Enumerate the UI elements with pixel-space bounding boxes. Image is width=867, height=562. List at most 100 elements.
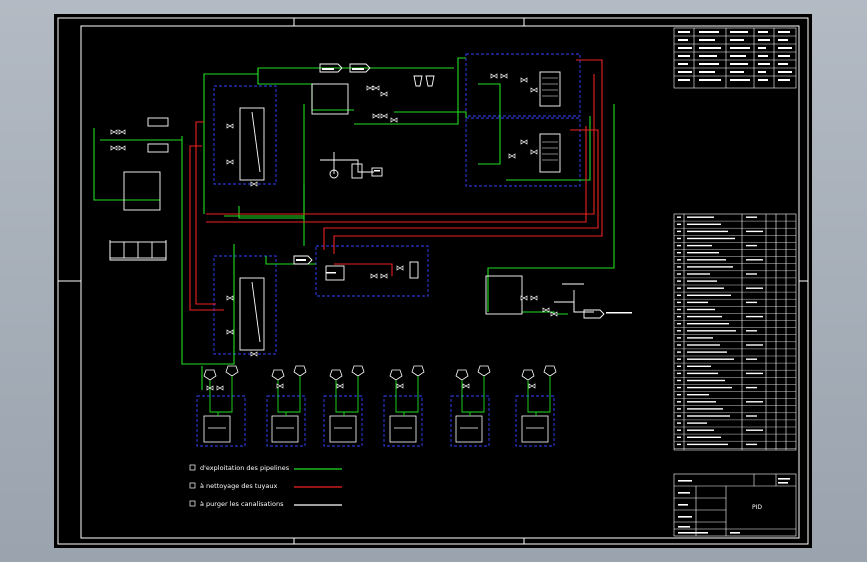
legend-label-1: d'exploitation des pipelines bbox=[200, 464, 290, 472]
parts-list-cell-mark bbox=[687, 372, 718, 375]
purge-center bbox=[320, 159, 374, 173]
parts-list-cell-mark bbox=[746, 230, 763, 233]
parts-list-cell-mark bbox=[677, 266, 681, 268]
parts-list-cell-mark bbox=[687, 386, 732, 389]
center-link bbox=[265, 256, 316, 265]
parts-list-cell-mark bbox=[687, 323, 729, 325]
parts-list-cell-mark bbox=[687, 280, 717, 282]
parts-list-cell-mark bbox=[677, 394, 681, 396]
cleaning-header-2 bbox=[206, 126, 587, 223]
top-header-pipe bbox=[203, 67, 454, 214]
valve-glyph bbox=[226, 329, 234, 335]
supply-tag-1 bbox=[319, 63, 343, 73]
valve-glyph bbox=[390, 117, 398, 123]
parts-list-cell-mark bbox=[746, 244, 757, 247]
parts-list-cell-mark bbox=[746, 273, 757, 275]
group-bottom-2 bbox=[266, 395, 306, 447]
parts-list-cell-mark bbox=[677, 365, 681, 367]
bottom-unit-feed bbox=[209, 376, 233, 413]
parts-list-cell-mark bbox=[746, 259, 763, 261]
cleaning-right-riser bbox=[333, 59, 603, 254]
heater bbox=[351, 163, 363, 179]
parts-list-cell-mark bbox=[687, 401, 716, 403]
parts-list-cell-mark bbox=[687, 422, 707, 424]
parts-list-cell-mark bbox=[746, 415, 757, 417]
revision-table bbox=[673, 27, 797, 89]
bottom-unit-tag bbox=[203, 369, 217, 381]
valve-glyph bbox=[530, 87, 538, 93]
vessel-hatching bbox=[542, 77, 558, 161]
group-upper-left bbox=[213, 85, 277, 185]
parts-list-cell-mark bbox=[677, 287, 681, 289]
valve-glyph bbox=[276, 383, 284, 389]
parts-list-cell-mark bbox=[687, 330, 736, 332]
parts-list-cell-mark bbox=[677, 443, 681, 446]
bottom-header-pipe bbox=[238, 184, 305, 219]
column-upper bbox=[239, 107, 265, 181]
frame-ticks bbox=[58, 18, 808, 544]
dosing-pump bbox=[329, 169, 339, 179]
valve-glyph bbox=[250, 181, 258, 187]
parts-list-cell-mark bbox=[687, 287, 724, 289]
parts-list-cell-mark bbox=[746, 301, 757, 304]
parts-list-cell-mark bbox=[687, 436, 721, 438]
bottom-units bbox=[203, 365, 557, 443]
parts-list-cell-mark bbox=[746, 386, 757, 389]
parts-list-cell-mark bbox=[677, 401, 681, 403]
supply-tag-4 bbox=[583, 309, 605, 319]
parts-list-cell-mark bbox=[687, 351, 727, 353]
group-center bbox=[315, 245, 429, 297]
bottom-unit-tag bbox=[411, 365, 425, 377]
exchanger-1 bbox=[539, 71, 561, 107]
parts-list-cell-mark bbox=[687, 308, 715, 311]
filter-left-mid bbox=[147, 143, 169, 153]
legend: d'exploitation des pipelines à nettoyage… bbox=[189, 464, 342, 508]
cleaning-loop-upper bbox=[195, 121, 216, 305]
parts-list-cell-mark bbox=[746, 287, 763, 289]
valve-glyph bbox=[542, 307, 550, 313]
group-bottom-5 bbox=[450, 395, 490, 447]
supply-tag-3 bbox=[293, 255, 313, 265]
cleaning-pipelines bbox=[189, 59, 603, 311]
parts-list-cell-mark bbox=[677, 422, 681, 424]
cylinder-center bbox=[409, 261, 419, 279]
parts-list-cell-mark bbox=[677, 244, 681, 247]
valve-glyph bbox=[118, 145, 126, 151]
pid-diagram: PID bbox=[57, 17, 809, 545]
group-bottom-4 bbox=[383, 395, 423, 447]
parts-list-cell-mark bbox=[677, 372, 681, 375]
valve-glyph bbox=[226, 123, 234, 129]
parts-list-cell-mark bbox=[677, 252, 681, 254]
left-vertical-pipe bbox=[181, 136, 235, 365]
parts-list-cell-mark bbox=[746, 344, 763, 346]
valve-glyph bbox=[118, 129, 126, 135]
valve-glyph bbox=[226, 159, 234, 165]
parts-list-cell-mark bbox=[677, 436, 681, 438]
cleaning-center bbox=[334, 263, 393, 276]
bottom-unit-feed bbox=[335, 376, 359, 413]
legend-label-3: à purger les canalisations bbox=[200, 500, 284, 508]
valve-glyph bbox=[206, 385, 214, 391]
hoppers bbox=[293, 63, 605, 319]
parts-list-cell-mark bbox=[687, 230, 728, 233]
bottom-unit-feed bbox=[461, 376, 485, 413]
cleaning-loop-upper-2 bbox=[189, 145, 224, 311]
bottom-unit-feed bbox=[395, 376, 419, 413]
parts-list-cell-mark bbox=[677, 379, 681, 382]
parts-list-cell-mark bbox=[677, 230, 681, 233]
parts-list-cell-mark bbox=[677, 308, 681, 311]
group-bottom-3 bbox=[323, 395, 363, 447]
parts-list-cell-mark bbox=[746, 330, 757, 332]
group-top-right bbox=[465, 53, 581, 117]
parts-list-cell-mark bbox=[746, 216, 757, 218]
parts-list-cell-mark bbox=[746, 443, 757, 446]
parts-list-cell-mark bbox=[687, 294, 731, 296]
equipment-tag-marks bbox=[296, 68, 632, 314]
valve-glyph bbox=[520, 139, 528, 145]
valve-glyph bbox=[520, 77, 528, 83]
tank-right bbox=[485, 275, 523, 315]
bottom-unit-tag bbox=[543, 365, 557, 377]
bottom-unit-tag bbox=[329, 369, 343, 381]
valve-glyph bbox=[250, 351, 258, 357]
